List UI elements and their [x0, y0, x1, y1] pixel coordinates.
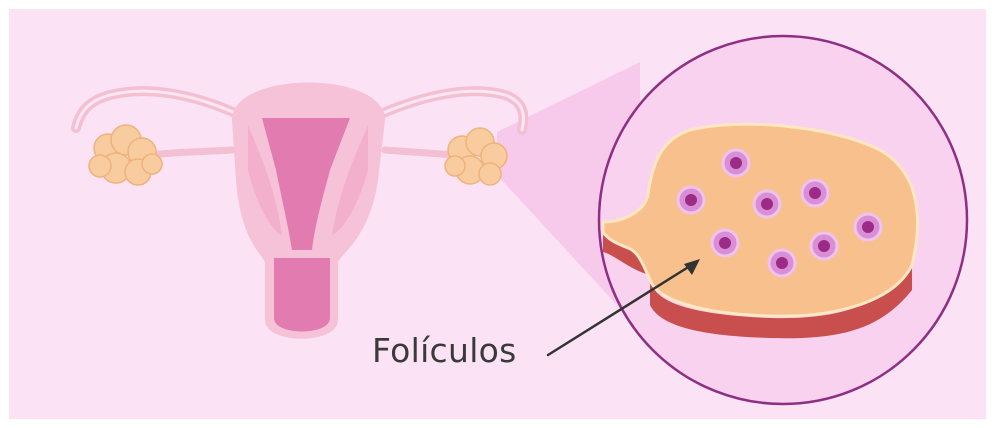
uterus	[232, 83, 385, 339]
follicle	[802, 180, 828, 206]
ovary-left	[89, 125, 162, 185]
follicle	[723, 150, 749, 176]
follicle	[769, 250, 795, 276]
follicle	[855, 214, 881, 240]
follicle	[678, 187, 704, 213]
follicle	[712, 230, 738, 256]
follicle	[754, 191, 780, 217]
follicles-label: Folículos	[372, 331, 517, 370]
follicle	[811, 233, 837, 259]
